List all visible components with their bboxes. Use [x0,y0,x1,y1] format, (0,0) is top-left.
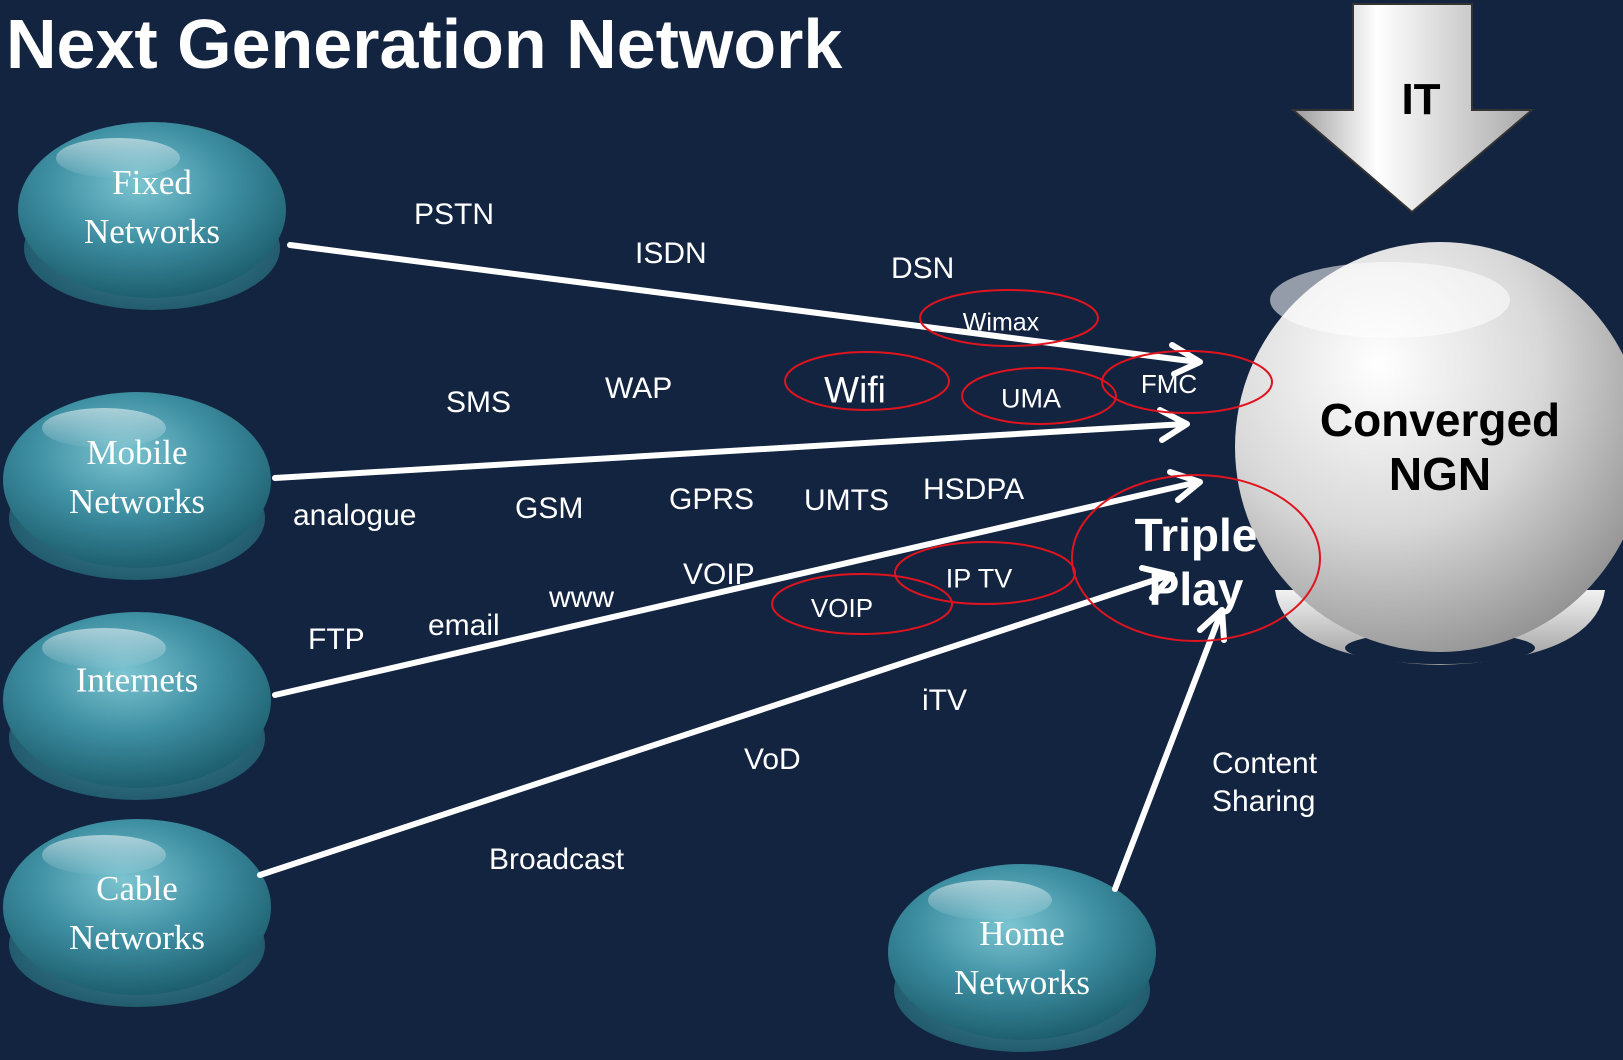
ring-uma [961,367,1117,425]
node-label-internet: Internets [75,660,199,700]
label-www: www [549,581,614,614]
label-ftp: FTP [308,623,365,656]
label-gprs: GPRS [669,483,755,516]
node-home-networks [888,864,1156,1052]
it-arrow [1290,3,1535,214]
node-fixed-networks [18,122,286,310]
ring-fmc [1101,350,1273,414]
label-sms: SMS [446,386,512,419]
node-label-fixed: Fixed Networks [83,163,221,251]
tag-uma: UMA [1001,383,1061,414]
tag-wifi: Wifi [824,369,886,411]
ring-wifi [784,351,950,411]
label-content-sharing: Content Sharing [1212,747,1318,818]
label-wap: WAP [605,372,673,405]
label-pstn: PSTN [414,198,495,231]
arrow-fixed [287,242,1203,377]
node-label-mobile: Mobile Networks [68,433,206,521]
ring-voip [771,573,953,635]
ring-wimax [919,289,1099,347]
node-label-home: Home Networks [953,914,1091,1002]
label-analogue: analogue [293,499,417,532]
label-gsm: GSM [515,492,584,525]
triple-play-label: Triple Play [1134,509,1258,615]
core-converged-ngn [1235,242,1623,665]
core-label: Converged NGN [1319,394,1561,500]
node-label-cable: Cable Networks [68,869,206,957]
arrow-cable [257,565,1175,878]
tag-wimax: Wimax [962,308,1040,337]
label-voip-plain: VOIP [683,558,755,591]
label-itv: iTV [922,684,967,717]
label-email: email [428,609,500,642]
label-isdn: ISDN [635,237,707,270]
label-broadcast: Broadcast [489,843,625,876]
tag-fmc: FMC [1140,369,1198,399]
label-vod: VoD [744,743,801,776]
tag-voip: VOIP [810,593,874,623]
node-mobile-networks [3,392,271,580]
arrow-mobile [272,407,1190,481]
page-title: Next Generation Network [6,5,843,83]
node-cable-networks [3,819,271,1007]
label-umts: UMTS [804,484,889,517]
tag-iptv: IP TV [945,563,1013,594]
label-hsdpa: HSDPA [923,473,1025,506]
node-internets [3,612,271,800]
label-dsn: DSN [891,252,955,285]
ring-triple-play [1071,474,1321,642]
it-label: IT [1401,75,1441,124]
arrow-home [1112,607,1227,892]
